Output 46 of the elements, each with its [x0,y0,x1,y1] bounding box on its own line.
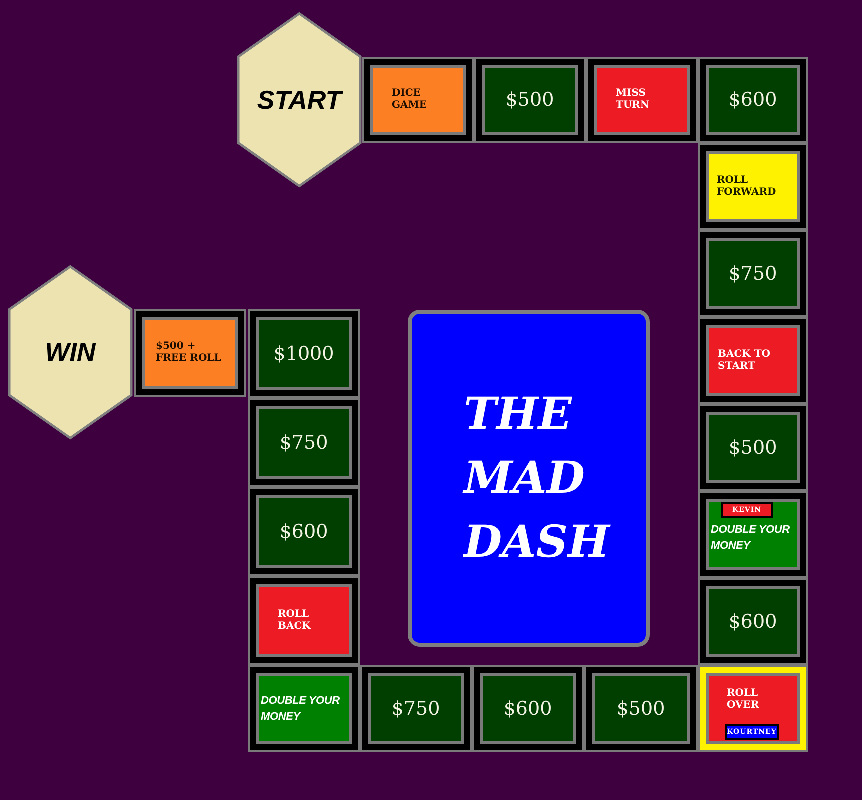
space-label: MISS TURN [616,88,651,112]
board-space [248,487,360,576]
board-space [698,57,808,143]
board-space [698,404,808,491]
board-space [362,57,474,143]
space-label: ROLL OVER [727,688,760,712]
board-space [472,665,584,752]
space-label: BACK TO START [718,348,772,372]
prize-amount: $600 [280,520,328,542]
space-label: DOUBLE YOUR MONEY [261,694,341,724]
hexagon-space [8,265,133,440]
space-label: DICE GAME [392,88,428,112]
space-label: DOUBLE YOUR MONEY [711,523,791,554]
prize-amount: $1000 [274,342,334,364]
board-space [248,398,360,487]
board-space [698,578,808,665]
board-space [474,57,586,143]
board-space [248,665,360,752]
prize-amount: $600 [504,698,552,720]
board-space [248,309,360,398]
prize-amount: $500 [728,436,778,458]
prize-amount: $600 [728,89,778,111]
prize-amount: $600 [728,610,778,632]
space-label: $500 + FREE ROLL [156,341,222,365]
board-space [248,576,360,665]
prize-amount: $750 [280,432,328,454]
space-label: ROLL BACK [278,608,312,632]
board-space [584,665,698,752]
game-title: THE MAD DASH [464,388,610,570]
board-space [360,665,472,752]
board-space [698,230,808,317]
prize-amount: $500 [506,89,554,111]
space-label: WIN [45,337,96,368]
prize-amount: $500 [616,698,666,720]
board-space [698,317,808,404]
board-space [698,665,808,752]
board-space [698,491,808,578]
space-label: ROLL FORWARD [717,174,778,198]
prize-amount: $750 [392,698,440,720]
board-space [586,57,698,143]
hexagon-space [237,12,362,188]
space-label: START [257,84,342,116]
board-space [698,143,808,230]
board-space [134,309,246,397]
prize-amount: $750 [728,262,778,284]
title-card [408,310,650,647]
